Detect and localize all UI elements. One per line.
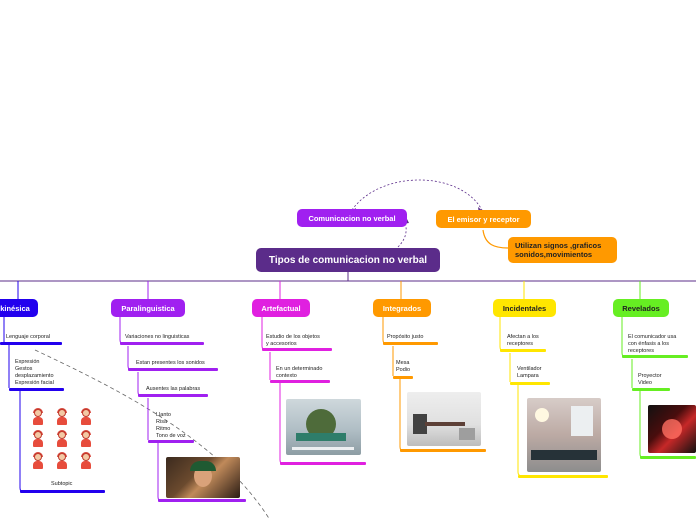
incidentales-item-2[interactable]: Ventilador Lampara xyxy=(517,366,542,379)
artefactual-item-2[interactable]: En un determinado contexto xyxy=(276,366,323,379)
revelados-projection-image xyxy=(648,405,696,453)
category-integrados[interactable]: Integrados xyxy=(373,299,431,317)
paralinguistica-item-2[interactable]: Estan presentes los sonidos xyxy=(136,360,205,366)
paralinguistica-item-3[interactable]: Ausentes las palabras xyxy=(146,386,201,392)
artefactual-scene-image xyxy=(286,399,361,455)
note-utilizan-label: Utilizan signos ,graficos sonidos,movimi… xyxy=(515,241,602,259)
revelados-item-2[interactable]: Proyector Video xyxy=(638,373,662,386)
emoji-gestures-image xyxy=(31,408,93,469)
topic-comunicacion-no-verbal[interactable]: Comunicacion no verbal xyxy=(297,209,407,227)
kinesica-item-1[interactable]: Lenguaje corporal xyxy=(6,334,51,340)
relation-arc-top xyxy=(351,179,483,211)
main-topic-label: Tipos de comunicacion no verbal xyxy=(268,254,428,266)
joker-laugh-image xyxy=(166,457,240,498)
integrados-item-2[interactable]: Mesa Podio xyxy=(396,360,411,373)
category-kinesica-label: kinésica xyxy=(0,303,30,313)
relation-arc-long xyxy=(34,349,271,520)
category-kinesica[interactable]: kinésica xyxy=(0,299,38,317)
paralinguistica-item-4[interactable]: Llanto Risa Ritmo Tono de voz xyxy=(156,412,186,439)
category-artefactual[interactable]: Artefactual xyxy=(252,299,310,317)
integrados-office-image xyxy=(407,392,481,446)
topic-emisor-receptor[interactable]: El emisor y receptor xyxy=(436,210,531,228)
category-paralinguistica[interactable]: Paralinguistica xyxy=(111,299,185,317)
main-topic-node[interactable]: Tipos de comunicacion no verbal xyxy=(256,248,440,272)
category-artefactual-label: Artefactual xyxy=(261,303,301,313)
category-revelados-label: Revelados xyxy=(622,303,660,313)
incidentales-item-1[interactable]: Afectan a los receptores xyxy=(507,334,539,347)
artefactual-item-1[interactable]: Estudio de los objetos y accesorios xyxy=(266,334,320,347)
category-integrados-label: Integrados xyxy=(382,303,422,313)
category-incidentales[interactable]: Incidentales xyxy=(493,299,556,317)
category-paralinguistica-label: Paralinguistica xyxy=(121,303,175,313)
category-incidentales-label: Incidentales xyxy=(502,303,547,313)
topic-comunicacion-label: Comunicacion no verbal xyxy=(308,213,396,223)
revelados-item-1[interactable]: El comunicador usa con énfasis a los rec… xyxy=(628,334,677,354)
note-utilizan-signos[interactable]: Utilizan signos ,graficos sonidos,movimi… xyxy=(508,237,617,263)
incidentales-room-image xyxy=(527,398,601,472)
category-revelados[interactable]: Revelados xyxy=(613,299,669,317)
kinesica-subtopic[interactable]: Subtopic xyxy=(51,481,73,487)
kinesica-item-2[interactable]: Expresión Gestos desplazamiento Expresió… xyxy=(15,359,54,386)
paralinguistica-item-1[interactable]: Variaciones no linguisticas xyxy=(125,334,190,340)
integrados-item-1[interactable]: Propósito justo xyxy=(387,334,424,340)
topic-emisor-label: El emisor y receptor xyxy=(447,214,520,224)
